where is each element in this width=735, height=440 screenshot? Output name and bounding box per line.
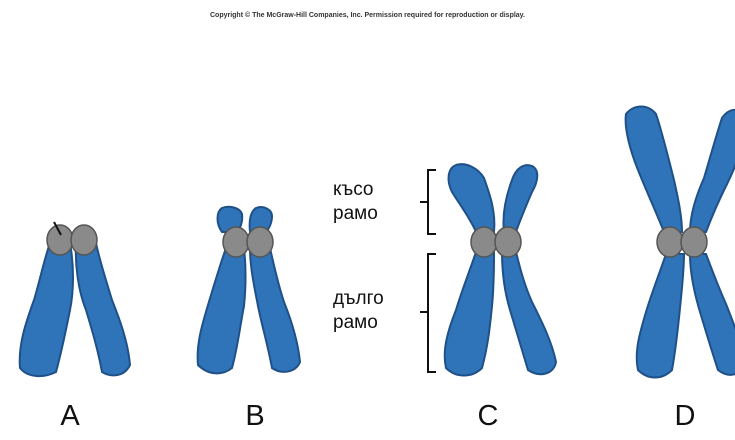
chromosome-b-centromere-right bbox=[247, 227, 273, 257]
chromosome-a bbox=[20, 222, 130, 376]
chromosome-b-centromere-left bbox=[223, 227, 249, 257]
long-arm-label-line-1: дълго bbox=[333, 287, 384, 311]
chromosome-d-short-arm-left bbox=[626, 107, 682, 233]
chromosome-c-centromere-right bbox=[495, 227, 521, 257]
chromosome-c bbox=[445, 164, 556, 375]
chromosome-d-centromere-left bbox=[657, 227, 683, 257]
chromosome-letter-c: C bbox=[458, 400, 518, 432]
chromosome-d-long-arm-left bbox=[637, 254, 684, 378]
chromosome-letter-b: B bbox=[225, 400, 285, 432]
chromosome-d-short-arm-right bbox=[690, 110, 735, 232]
short-arm-label: късо рамо bbox=[333, 178, 378, 226]
chromosome-b bbox=[198, 207, 300, 374]
chromosome-c-short-arm-right bbox=[503, 165, 537, 232]
chromosome-c-long-arm-left bbox=[445, 252, 494, 376]
chromosome-a-long-arm-left bbox=[20, 243, 73, 376]
chromosome-b-long-arm-right bbox=[250, 248, 300, 372]
chromosome-d-long-arm-right bbox=[690, 254, 735, 375]
chromosome-c-long-arm-right bbox=[502, 252, 556, 374]
long-arm-bracket bbox=[420, 254, 436, 372]
chromosome-c-centromere-left bbox=[471, 227, 497, 257]
chromosome-b-long-arm-left bbox=[198, 248, 246, 373]
chromosome-c-short-arm-left bbox=[449, 164, 495, 232]
long-arm-label-line-2: рамо bbox=[333, 311, 384, 335]
chromosome-letter-d: D bbox=[655, 400, 715, 432]
chromosome-d-centromere-right bbox=[681, 227, 707, 257]
long-arm-label: дълго рамо bbox=[333, 287, 384, 335]
chromosome-a-centromere-right bbox=[71, 225, 97, 255]
short-arm-label-line-2: рамо bbox=[333, 202, 378, 226]
chromosome-a-centromere-left bbox=[47, 225, 73, 255]
chromosome-letter-a: A bbox=[40, 400, 100, 432]
chromosome-d bbox=[626, 107, 735, 378]
short-arm-label-line-1: късо bbox=[333, 178, 378, 202]
chromosome-a-long-arm-right bbox=[76, 243, 130, 375]
short-arm-bracket bbox=[420, 170, 436, 234]
